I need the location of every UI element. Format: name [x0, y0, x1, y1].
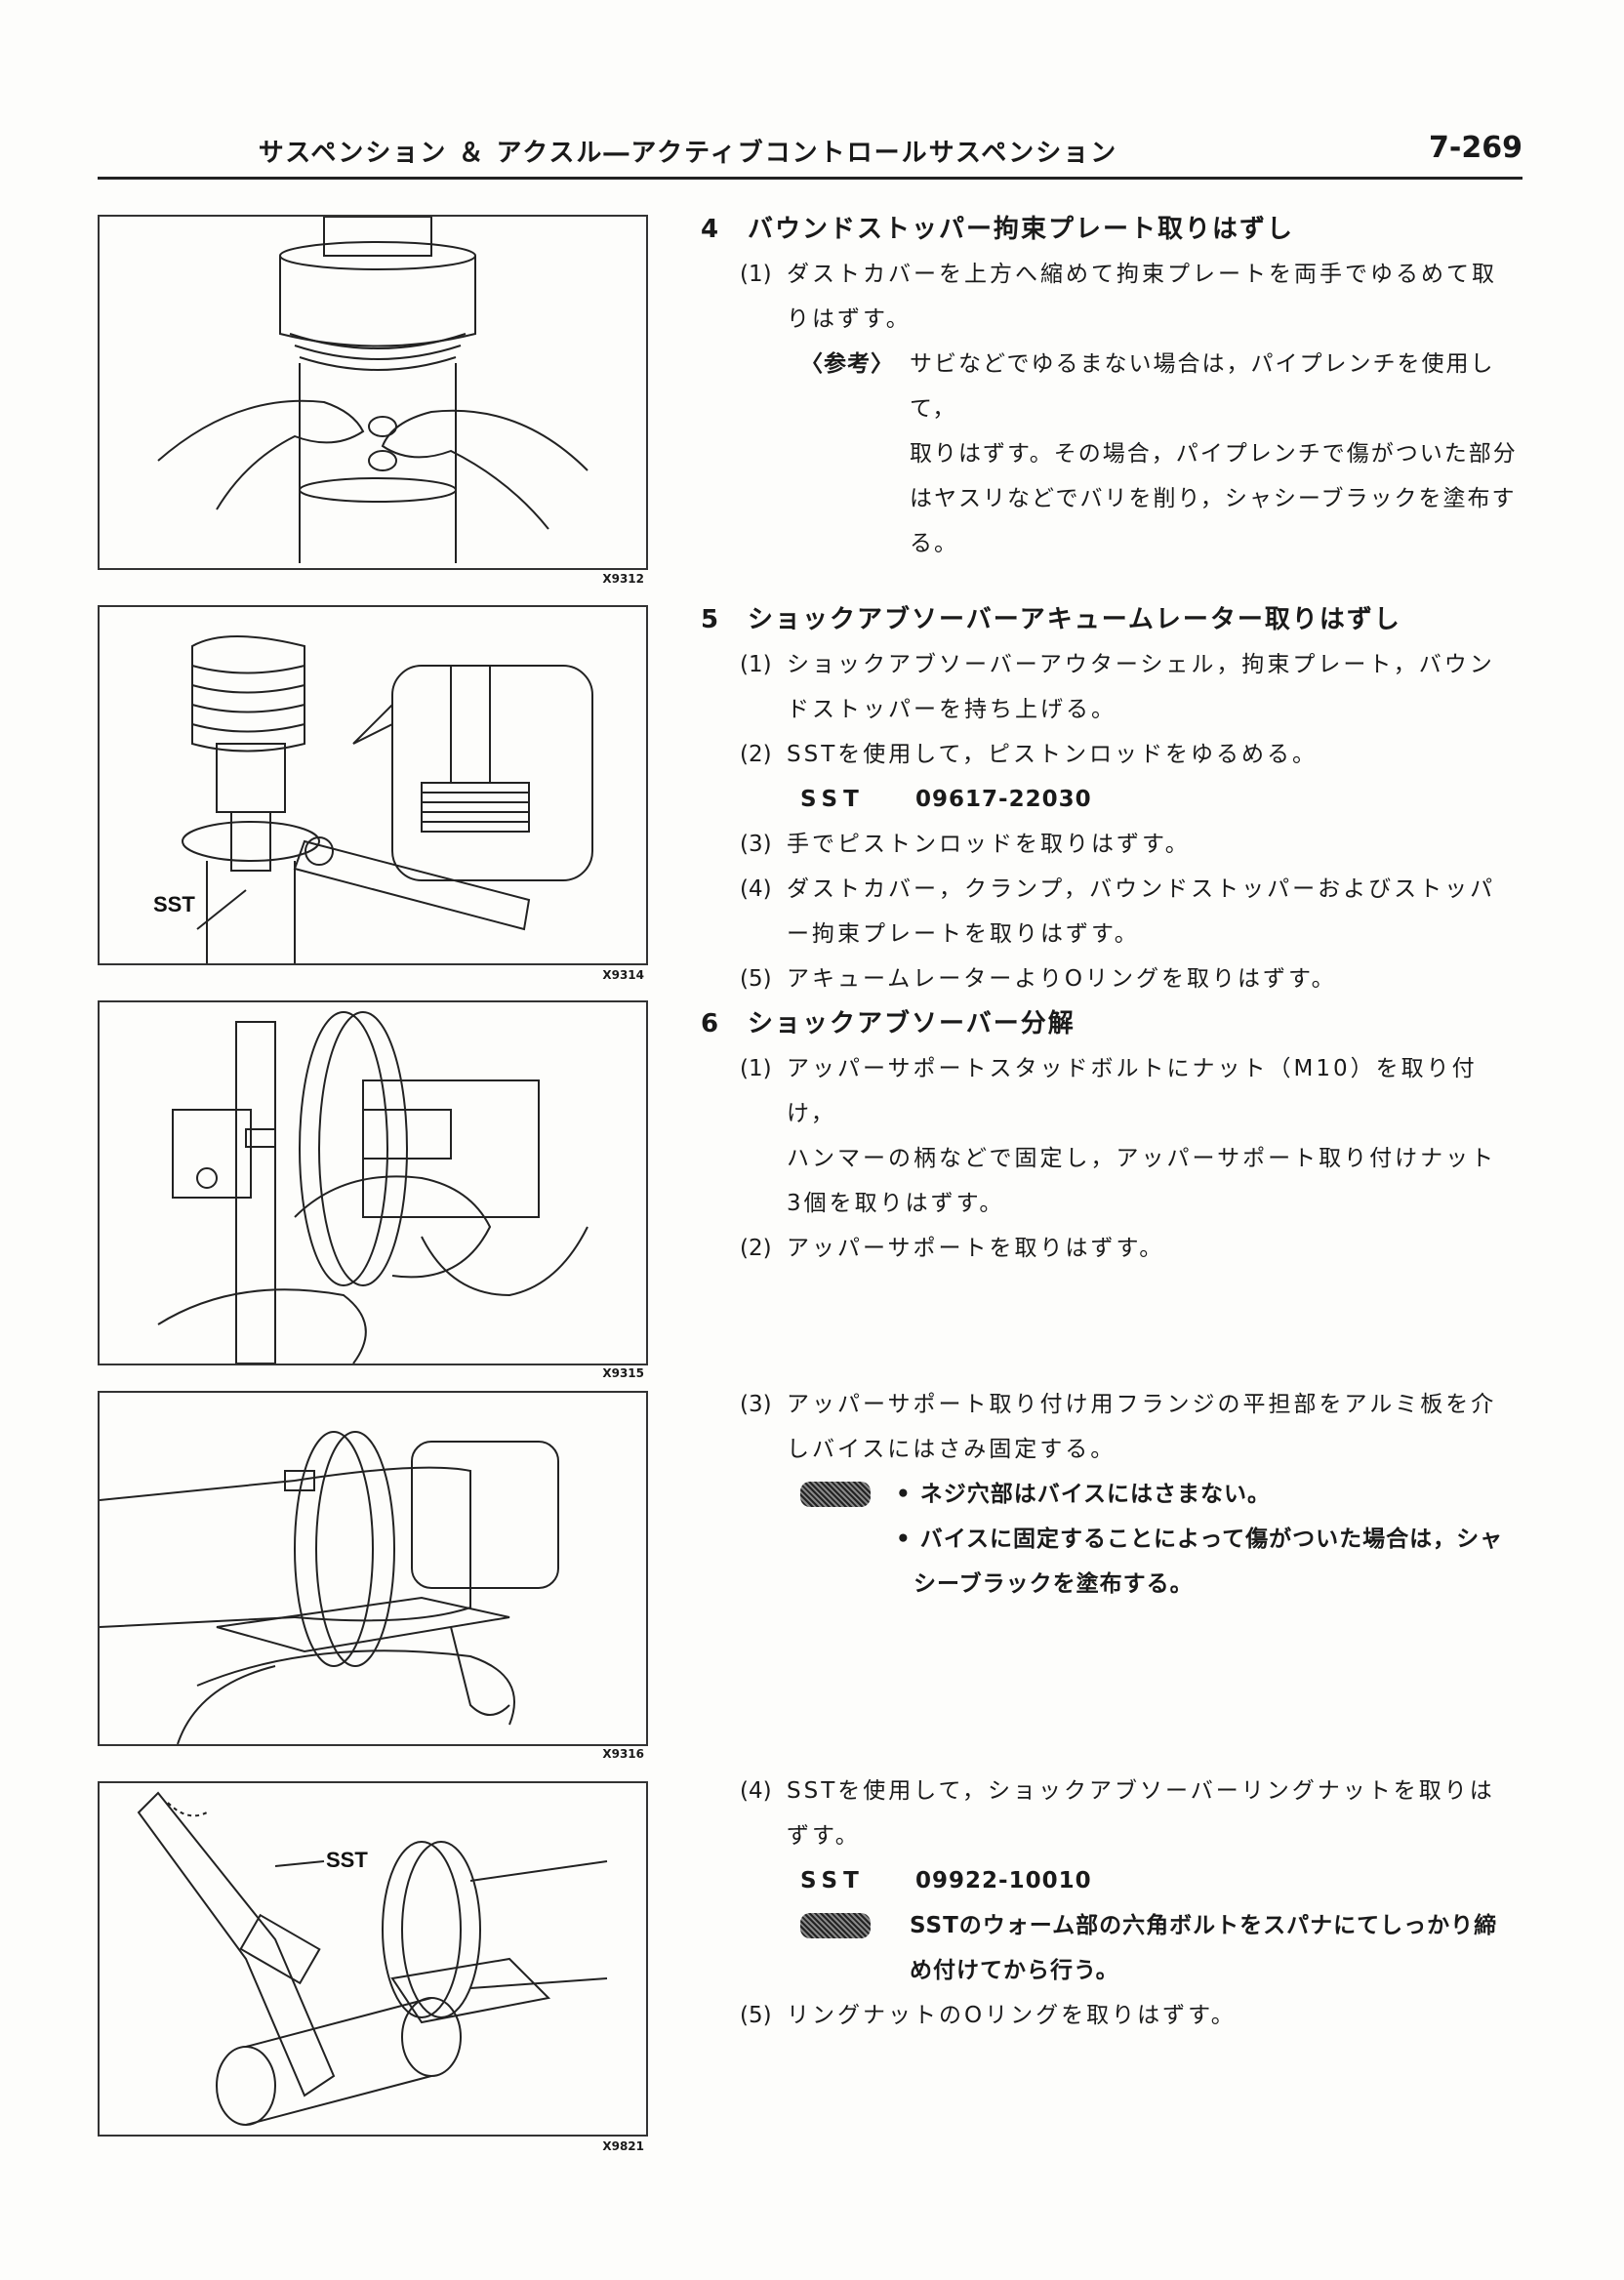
caution-stamp-icon	[800, 1913, 871, 1938]
figure-code: X9316	[602, 1747, 644, 1761]
figure-bump-stopper-plate	[98, 215, 648, 570]
header-title: サスペンション ＆ アクスル―アクティブコントロールサスペンション	[258, 139, 1118, 168]
caution-note: • バイスに固定することによって傷がついた場合は，シャ シーブラックを塗布する。	[896, 1527, 1504, 1597]
illustration-hands-removing-plate	[157, 217, 589, 563]
figure-code: X9821	[602, 2139, 644, 2153]
illustration-vise-aluminum-plates	[100, 1431, 559, 1744]
figure-code: X9315	[602, 1366, 644, 1380]
step: (1)ダストカバーを上方へ縮めて拘束プレートを両手でゆるめて取りはずす。	[740, 262, 1497, 332]
step: (4)SSTを使用して，ショックアブソーバーリングナットを取りはずす。	[740, 1778, 1495, 1849]
caution-note: SSTのウォーム部の六角ボルトをスパナにてしっかり締め付けてから行う。	[701, 1903, 1521, 1993]
figure-label-sst: SST	[326, 1848, 368, 1872]
step: (1)アッパーサポートスタッドボルトにナット（M10）を取り付け，ハンマーの柄な…	[740, 1056, 1497, 1216]
caution-note: • ネジ穴部はバイスにはさまない。	[701, 1472, 1521, 1517]
caution-stamp-icon	[800, 1482, 871, 1507]
figure-flange-in-vise	[98, 1391, 648, 1746]
step: (3)手でピストンロッドを取りはずす。	[740, 832, 1191, 857]
step: (1)ショックアブソーバーアウターシェル，拘束プレート，バウンドストッパーを持ち…	[740, 652, 1495, 722]
step: (4)ダストカバー，クランプ，バウンドストッパーおよびストッパー拘束プレートを取…	[740, 876, 1496, 947]
step: (3)アッパーサポート取り付け用フランジの平担部をアルミ板を介しバイスにはさみ固…	[740, 1392, 1497, 1462]
figure-upper-support-nuts	[98, 1000, 648, 1365]
header-rule	[98, 177, 1522, 180]
figure-code: X9312	[602, 572, 644, 586]
page-number: 7-269	[1429, 131, 1522, 165]
step: (5)リングナットのOリングを取りはずす。	[740, 2003, 1237, 2028]
figure-label-sst: SST	[153, 892, 195, 916]
page-header: サスペンション ＆ アクスル―アクティブコントロールサスペンション 7-269	[98, 129, 1522, 178]
illustration-sst-on-piston-rod: SST	[153, 635, 593, 963]
illustration-ring-nut-wrench: SST	[137, 1791, 608, 2126]
illustration-removing-support-nuts	[157, 1011, 589, 1364]
step: (5)アキュームレーターよりOリングを取りはずす。	[740, 966, 1337, 992]
reference-note: 〈参考〉 サビなどでゆるまない場合は，パイプレンチを使用して，取りはずす。その場…	[701, 342, 1521, 566]
note-label: 〈参考〉	[800, 351, 894, 377]
section-6-continued: (3)アッパーサポート取り付け用フランジの平担部をアルミ板を介しバイスにはさみ固…	[701, 1382, 1521, 1607]
step: (2)アッパーサポートを取りはずす。	[740, 1236, 1165, 1261]
figure-piston-rod-sst: SST	[98, 605, 648, 965]
step: (2)SSTを使用して，ピストンロッドをゆるめる。	[740, 742, 1318, 767]
figure-ring-nut-sst: SST	[98, 1781, 648, 2137]
figure-code: X9314	[602, 968, 644, 982]
